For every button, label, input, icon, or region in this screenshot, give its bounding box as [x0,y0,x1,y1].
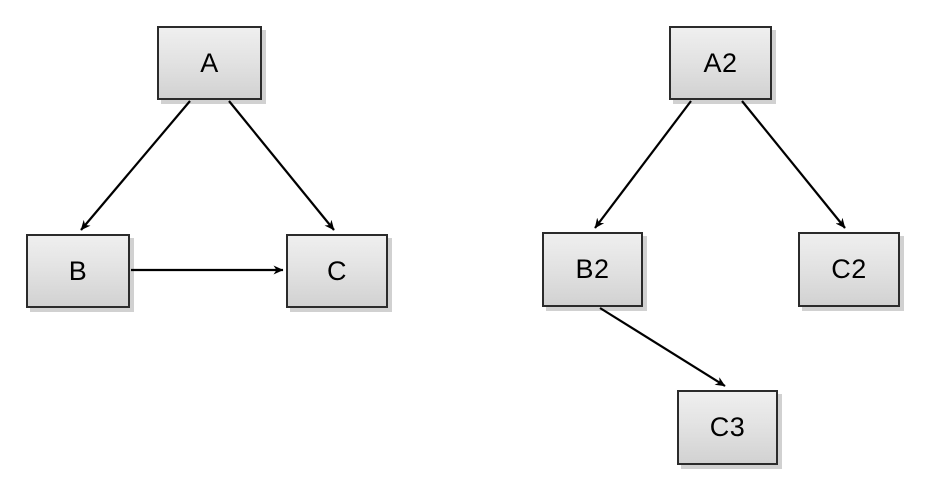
edges-group [80,100,846,387]
edge-a-to-c [228,100,335,231]
node-c3[interactable]: C3 [677,390,778,465]
node-label-b2: B2 [575,254,610,284]
edge-a2-to-b2 [594,100,692,229]
node-b2[interactable]: B2 [542,232,643,307]
node-label-c3: C3 [709,412,746,442]
node-a2[interactable]: A2 [669,26,772,100]
node-label-b: B [68,255,88,286]
node-a[interactable]: A [157,26,262,100]
edge-a-to-b [80,100,191,231]
node-label-a: A [200,47,219,78]
node-label-a2: A2 [703,47,738,78]
node-label-c: C [327,255,347,286]
edge-b2-to-c3 [599,307,726,387]
node-b[interactable]: B [26,234,130,308]
edge-a2-to-c2 [741,100,846,229]
node-label-c2: C2 [831,254,867,284]
node-c2[interactable]: C2 [798,232,900,307]
node-c[interactable]: C [286,234,388,308]
